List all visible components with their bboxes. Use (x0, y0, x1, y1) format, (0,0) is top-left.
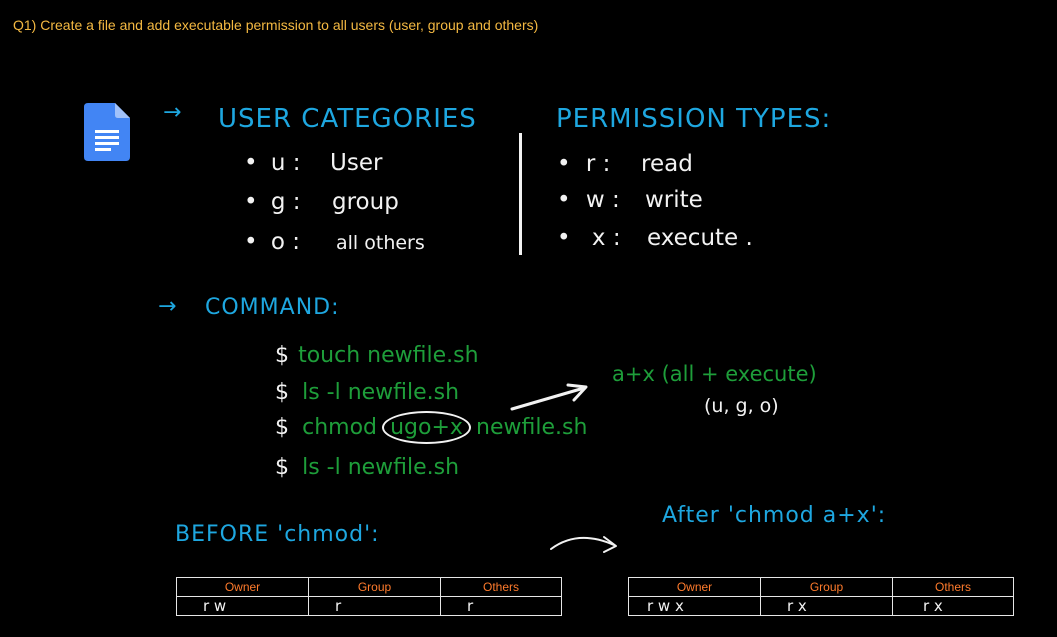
bullet: • (244, 189, 258, 215)
list-item: • o : all others (244, 229, 425, 255)
command-text: touch newfile.sh (298, 343, 479, 368)
category-key: u : (270, 150, 301, 176)
right-arrow-icon (510, 383, 588, 411)
note-subtext: (u, g, o) (704, 395, 779, 417)
permission-value: read (641, 151, 693, 177)
prompt-symbol: $ (275, 343, 289, 368)
after-label: After 'chmod a+x': (662, 503, 887, 528)
list-item: • x : execute . (557, 225, 753, 251)
owner-permissions: r w x (628, 596, 761, 616)
command-text: newfile.sh (476, 415, 588, 440)
after-permission-table: Owner Group Others r w x r x r x (628, 577, 1014, 616)
command-text: ls -l newfile.sh (302, 455, 460, 480)
right-arrow-icon: → (163, 100, 182, 125)
question-text: Q1) Create a file and add executable per… (13, 17, 539, 33)
column-header-owner: Owner (628, 577, 761, 597)
column-header-others: Others (440, 577, 562, 597)
permission-key: w : (585, 187, 620, 213)
category-value: group (332, 189, 399, 215)
category-value: User (330, 150, 383, 176)
command-heading: COMMAND: (205, 295, 340, 320)
user-categories-heading: USER CATEGORIES (218, 104, 477, 134)
list-item: • g : group (244, 189, 399, 215)
bullet: • (244, 229, 258, 255)
column-header-others: Others (892, 577, 1014, 597)
column-divider (519, 133, 522, 255)
column-header-group: Group (308, 577, 441, 597)
list-item: • w : write (557, 187, 703, 213)
right-arrow-icon: → (158, 294, 177, 319)
column-header-owner: Owner (176, 577, 309, 597)
others-permissions: r x (892, 596, 1014, 616)
permission-value: write (645, 187, 703, 213)
category-key: g : (270, 189, 301, 215)
permission-key: r : (585, 151, 611, 177)
table-header-row: Owner Group Others (628, 577, 1014, 597)
category-value: all others (336, 232, 425, 254)
table-header-row: Owner Group Others (176, 577, 562, 597)
group-permissions: r x (760, 596, 893, 616)
command-text: ls -l newfile.sh (302, 380, 460, 405)
before-label: BEFORE 'chmod': (175, 522, 380, 547)
note-text: a+x (all + execute) (612, 362, 817, 386)
bullet: • (557, 225, 571, 251)
before-permission-table: Owner Group Others r w r r (176, 577, 562, 616)
list-item: • r : read (557, 151, 693, 177)
permission-types-heading: PERMISSION TYPES: (556, 104, 832, 134)
category-key: o : (270, 229, 301, 255)
permission-key: x : (591, 225, 621, 251)
bullet: • (557, 151, 571, 177)
command-line: $ ls -l newfile.sh (275, 455, 459, 480)
prompt-symbol: $ (275, 415, 289, 440)
column-header-group: Group (760, 577, 893, 597)
command-text: chmod (302, 415, 377, 440)
command-line: $ touch newfile.sh (275, 343, 479, 368)
bullet: • (557, 187, 571, 213)
others-permissions: r (440, 596, 562, 616)
owner-permissions: r w (176, 596, 309, 616)
command-line: $ ls -l newfile.sh (275, 380, 459, 405)
permission-value: execute . (647, 225, 753, 251)
table-row: r w x r x r x (628, 596, 1014, 616)
group-permissions: r (308, 596, 441, 616)
list-item: • u : User (244, 150, 382, 176)
table-row: r w r r (176, 596, 562, 616)
right-arrow-icon (550, 536, 617, 553)
bullet: • (244, 150, 258, 176)
google-docs-icon (84, 103, 130, 161)
prompt-symbol: $ (275, 455, 289, 480)
highlighted-option: ugo+x (382, 411, 471, 444)
prompt-symbol: $ (275, 380, 289, 405)
command-line: $ chmod ugo+x newfile.sh (275, 411, 588, 444)
